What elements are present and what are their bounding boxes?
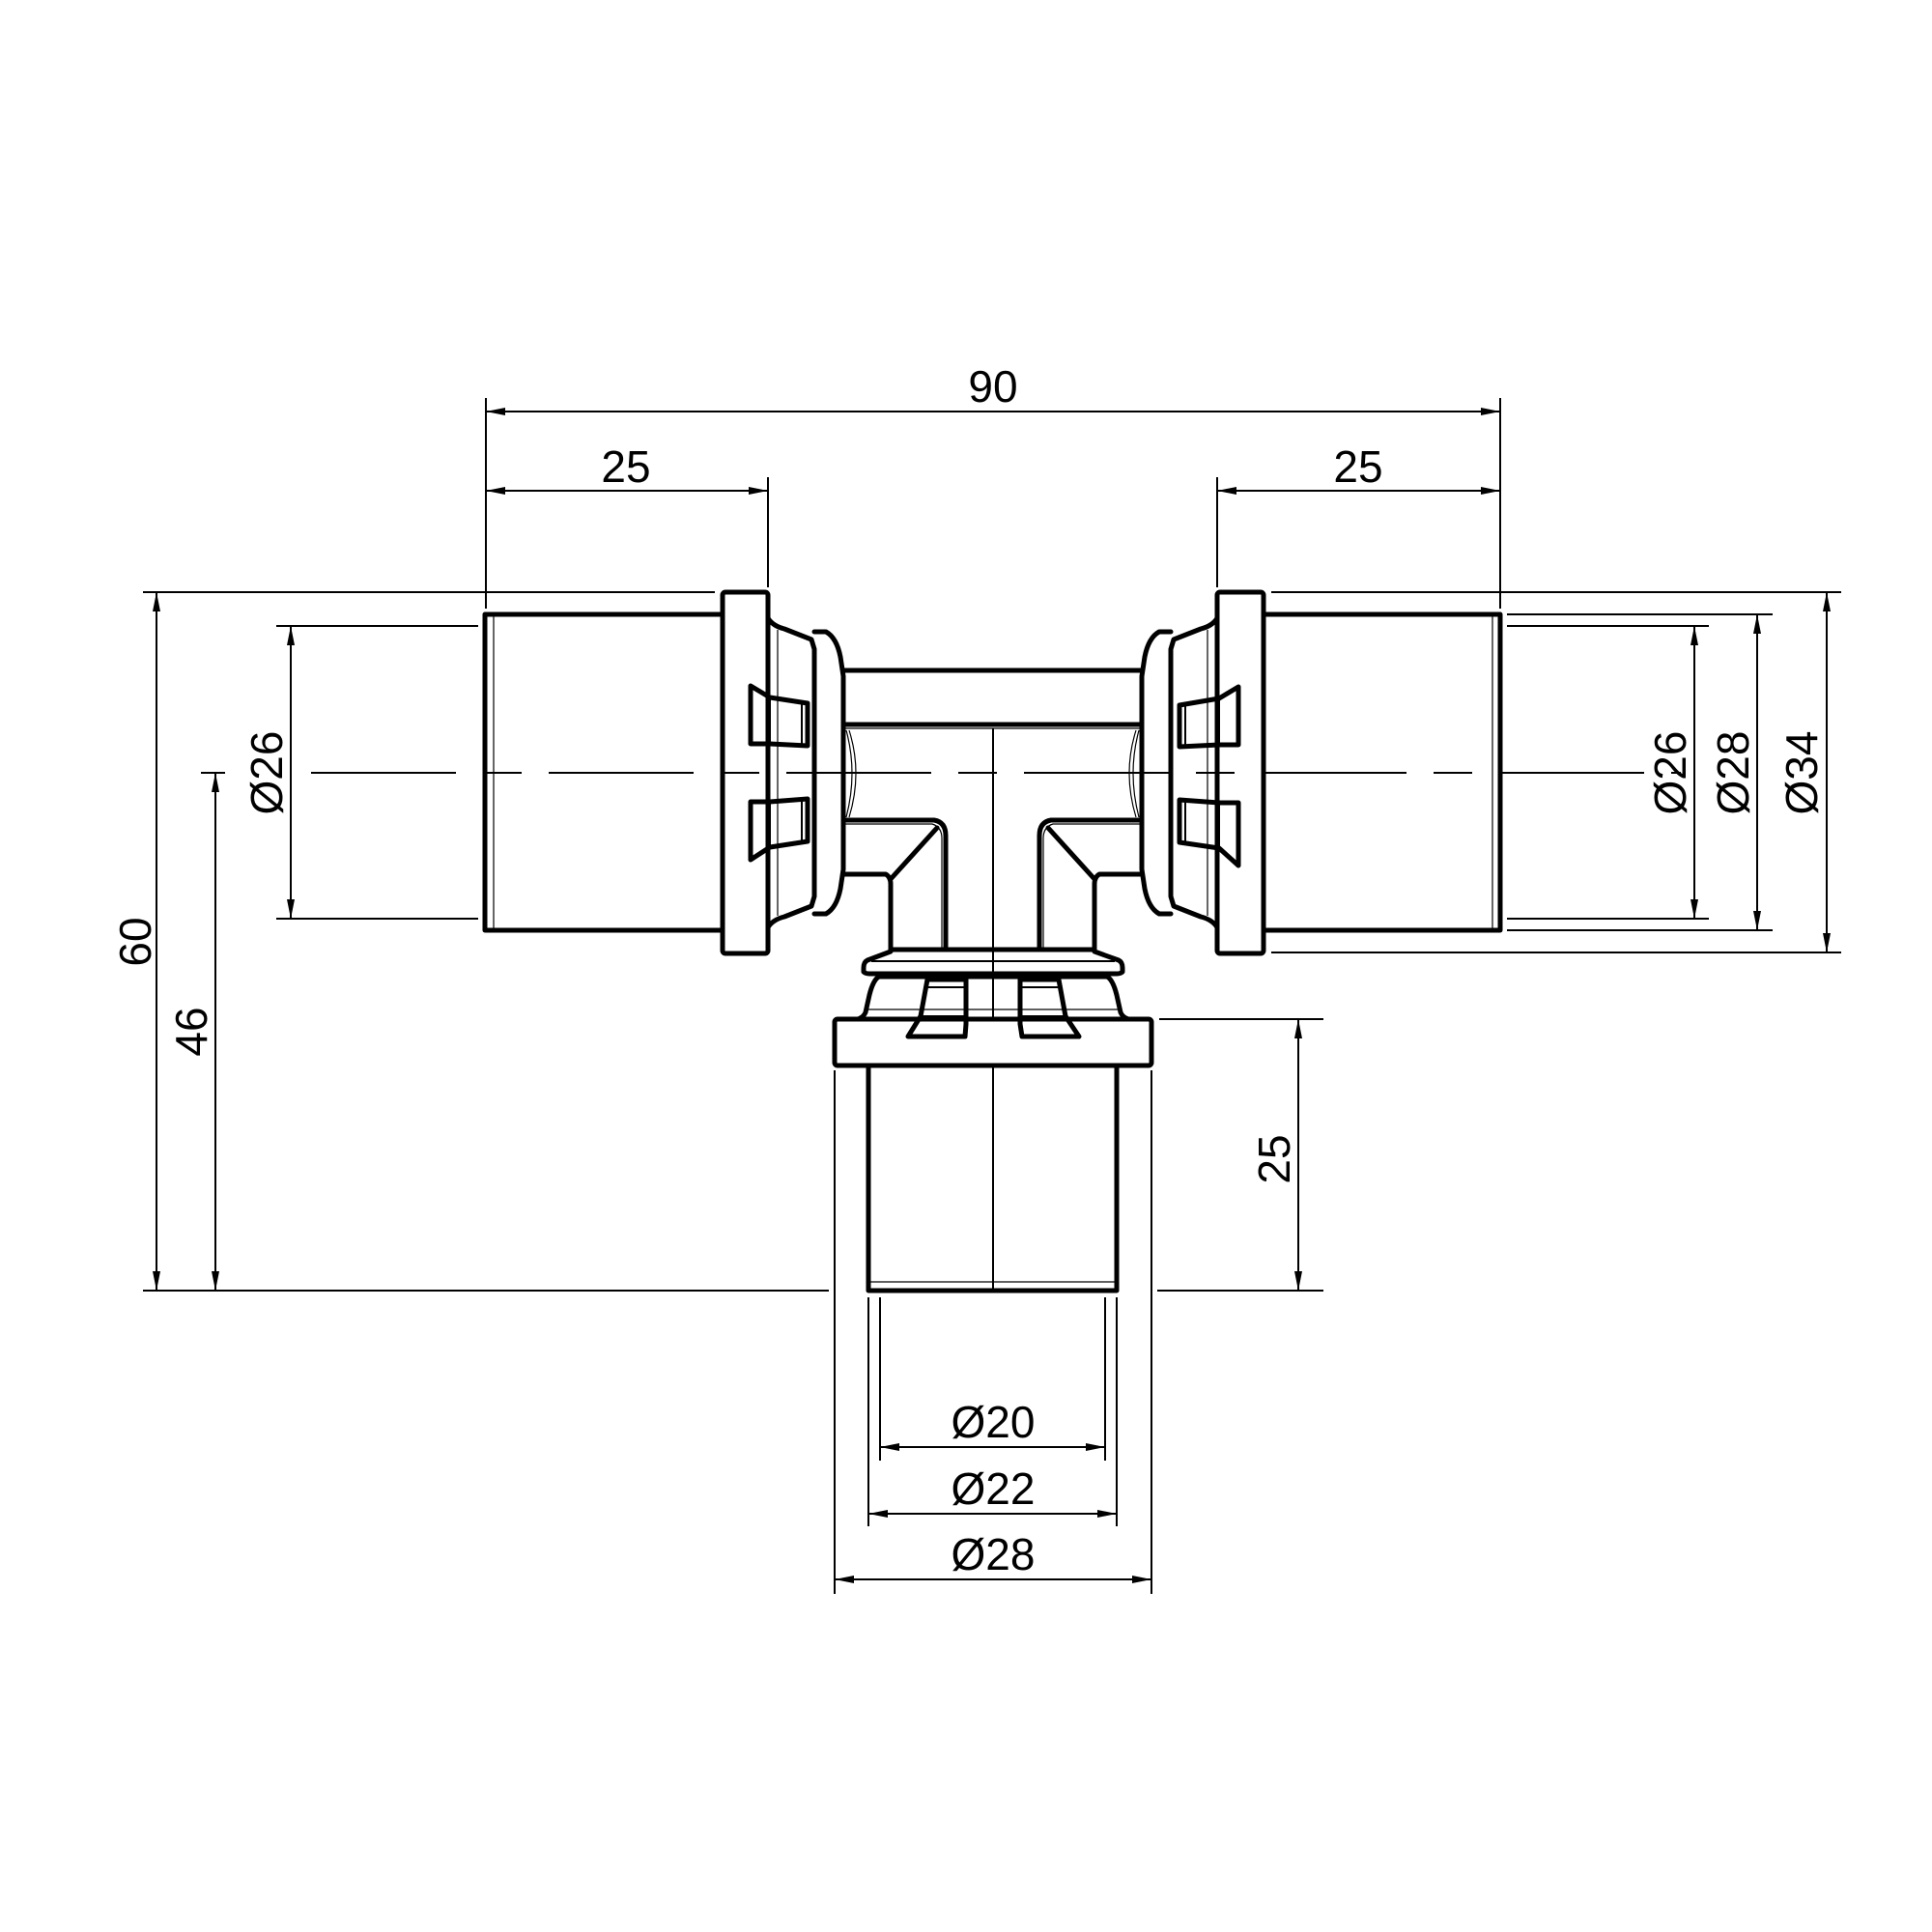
label-branch-length: 25	[1249, 1134, 1299, 1183]
label-branch-d28: Ø28	[952, 1529, 1036, 1579]
dimension-lines	[153, 408, 1831, 1583]
label-right-d28: Ø28	[1708, 731, 1758, 815]
dimension-labels: 90 25 25 60 46 Ø26 Ø26 Ø28 Ø34 25 Ø20 Ø2…	[110, 361, 1827, 1579]
branch-socket	[832, 949, 1154, 1293]
label-branch-d20: Ø20	[952, 1397, 1036, 1447]
label-left-diameter: Ø26	[242, 731, 292, 815]
tee-body	[840, 668, 1145, 952]
left-socket	[482, 589, 846, 956]
label-right-socket: 25	[1333, 441, 1382, 492]
right-socket	[1139, 589, 1503, 956]
label-branch-d22: Ø22	[952, 1463, 1036, 1514]
label-right-d34: Ø34	[1776, 731, 1827, 815]
label-left-socket: 25	[601, 441, 650, 492]
label-axis-height: 46	[166, 1007, 216, 1056]
label-right-d26: Ø26	[1645, 731, 1695, 815]
label-overall-length: 90	[968, 361, 1017, 412]
extension-lines	[143, 398, 1841, 1594]
label-overall-height: 60	[110, 917, 160, 966]
